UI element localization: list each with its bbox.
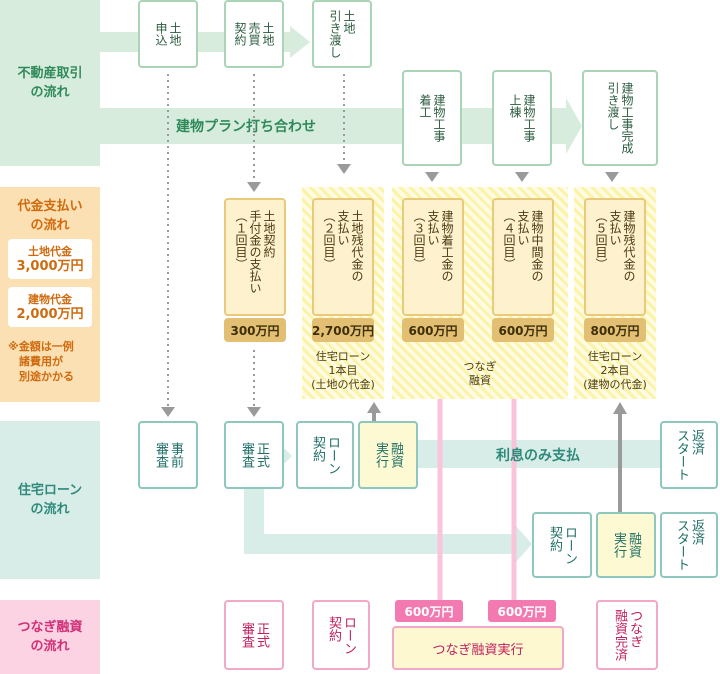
payment-3-amount: 600万円 [402, 318, 464, 342]
bridge-amount-2: 600万円 [488, 600, 556, 622]
bridge-loan-contract-box: ローン 契約 [312, 600, 370, 670]
payment-2-amount: 2,700万円 [312, 318, 374, 342]
row-label-real-estate: 不動産取引 の流れ [0, 0, 100, 166]
bridge-formal-review-box: 正式 審査 [224, 600, 284, 670]
bridge-completion-box: つなぎ 融資完済 [596, 600, 658, 670]
mortgage-arrow-2 [244, 488, 532, 562]
repayment-start-1-box: 返済 スタート [660, 421, 718, 489]
payment-5-box: 建物残代金の 支払い （５回目） [584, 198, 646, 316]
row-label-payment: 代金支払い の流れ [17, 199, 83, 233]
row-label-mortgage: 住宅ローン の流れ [0, 421, 100, 579]
mortgage-2-caption: 住宅ローン 2本目 (建物の代金) [583, 350, 647, 391]
interest-only-label: 利息のみ支払 [496, 448, 580, 464]
payment-4-amount: 600万円 [492, 318, 554, 342]
formal-review-box: 正式 審査 [224, 421, 284, 489]
mortgage-1-caption: 住宅ローン 1本目 (土地の代金) [311, 350, 375, 391]
repayment-start-2-box: 返済 スタート [660, 512, 718, 578]
pre-review-box: 事前 審査 [138, 421, 198, 489]
price-note: ※金額は一例 諸費用が 別途かかる [8, 340, 74, 383]
interest-band [418, 440, 660, 468]
payment-2-box: 土地残代金の 支払い （２回目） [312, 198, 374, 316]
payment-1-amount: 300万円 [224, 318, 286, 342]
land-application-box: 土地 申込 [138, 0, 198, 68]
bridge-amount-1: 600万円 [395, 600, 463, 622]
loan-contract-1-box: ローン 契約 [296, 421, 354, 489]
payment-1-box: 土地契約 手付金の支払い （１回目） [224, 198, 286, 316]
land-price-box: 土地代金 3,000万円 [8, 239, 92, 279]
bridge-caption: つなぎ 融資 [463, 360, 497, 387]
execution-1-box: 融資 実行 [358, 421, 418, 489]
row-label-payment-panel: 代金支払い の流れ 土地代金 3,000万円 建物代金 2,000万円 ※金額は… [0, 187, 100, 402]
completion-box: 建物工事完成 引き渡し [582, 70, 658, 166]
payment-4-box: 建物中間金の 支払い （４回目） [492, 198, 554, 316]
land-handover-box: 土地 引き渡し [312, 0, 372, 68]
bridge-execution-box: つなぎ融資実行 [392, 626, 564, 670]
loan-contract-2-box: ローン 契約 [532, 512, 592, 578]
construction-start-box: 建物工事 着工 [402, 70, 462, 166]
plan-meeting-label: 建物プラン打ち合わせ [176, 119, 316, 135]
execution-2-box: 融資 実行 [596, 512, 656, 578]
payment-5-amount: 800万円 [584, 318, 646, 342]
framing-box: 建物工事 上棟 [492, 70, 552, 166]
sale-contract-box: 土地 売買 契約 [224, 0, 284, 68]
building-price-box: 建物代金 2,000万円 [8, 287, 92, 327]
payment-3-box: 建物着工金の 支払い （３回目） [402, 198, 464, 316]
row-label-bridge: つなぎ融資 の流れ [0, 600, 100, 674]
